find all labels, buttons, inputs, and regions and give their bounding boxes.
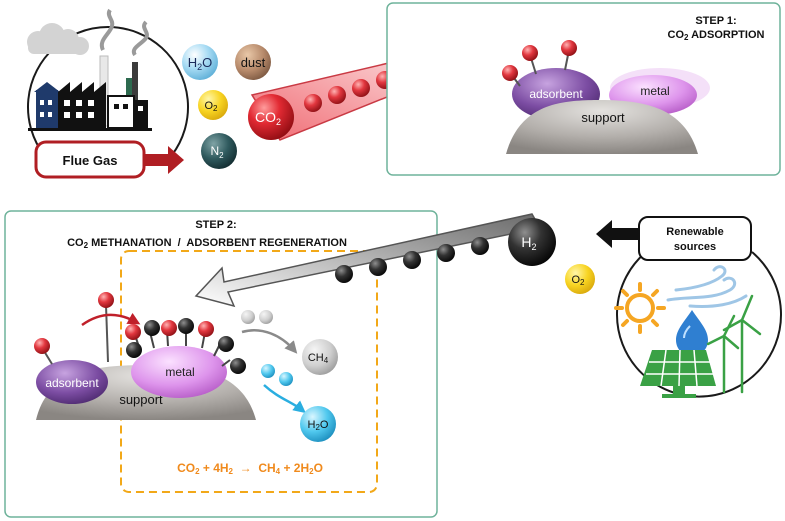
solar-panel-icon [640,349,716,398]
methanation-equation: CO2 + 4H2 → CH4 + 2H2O [177,461,323,476]
flue-gas-arrow [144,146,184,174]
co2-spillover-arrow [81,312,141,327]
step1-panel: STEP 1: CO2 ADSORPTION metal adsorbent s… [386,2,781,176]
h2o-fragment [279,372,293,386]
flue-gas-molecules: H2O dust O2 N2 [182,44,271,169]
h2-molecule [508,218,556,266]
h2o-molecule-label: H2O [188,55,213,72]
h-atom [144,320,160,336]
renewable-label-line2: sources [674,241,716,253]
step2-metal-blob [131,346,227,398]
step2-panel: STEP 2: CO2 METHANATION / ADSORBENT REGE… [4,210,438,518]
h-atom [178,318,194,334]
ch4-fragment [259,310,273,324]
adsorbed-co2 [34,338,50,354]
co2-on-metal [125,324,141,340]
h2-particle [437,244,455,262]
factory-icon [28,55,152,131]
h2o-molecule [182,44,218,80]
h2-beam [194,213,542,308]
step2-subtitle: CO2 METHANATION / ADSORBENT REGENERATION [67,237,347,250]
co2-molecule [248,94,294,140]
water-drop-icon [676,310,708,356]
adsorbed-co2 [561,40,577,56]
h-atom [230,358,246,374]
step1-adsorbent-label: adsorbent [529,87,583,101]
renewable-o2-molecule [565,264,595,294]
n2-molecule [201,133,237,169]
wind-icon [666,265,748,308]
h2-particle [403,251,421,269]
step1-title: STEP 1: [695,15,736,27]
adsorbed-co2 [522,45,538,61]
renewable-arrow [596,220,640,248]
adsorbed-co2-stick [513,77,521,87]
h2-molecule-label: H2 [521,234,536,252]
step2-metal-label: metal [165,365,194,379]
o2-molecule [198,90,228,120]
ch4-molecule-label: CH4 [308,352,329,365]
co2-molecule-label: CO2 [255,109,281,127]
co2-on-metal [161,320,177,336]
smoke-cloud-icon [27,23,89,55]
h2o-product-molecule [300,406,336,442]
co2-particle [352,79,370,97]
step1-subtitle: CO2 ADSORPTION [668,29,765,42]
step2-adsorbent-blob [36,360,108,404]
h-atom [218,336,234,352]
renewable-o2-label: O2 [571,274,585,287]
renewable-label-box [638,216,752,261]
co2-particle [328,86,346,104]
step1-metal-label: metal [640,84,669,98]
step2-title: STEP 2: [195,219,236,231]
smoke-swirl-icon [131,20,149,57]
h2o-fragment [261,364,275,378]
step2-support-label: support [119,392,163,407]
flue-gas-label: Flue Gas [63,153,118,168]
adsorbed-co2-stick [564,54,569,71]
ch4-formation-arrow [241,329,298,354]
dust-label: dust [241,55,266,70]
h2-beam-group: H2 [194,213,556,308]
step2-adsorbent-label: adsorbent [45,376,99,390]
renewable-group: O2 Renewable sources [565,216,782,398]
adsorbed-co2 [98,292,114,308]
step1-support-label: support [581,110,625,125]
h-atom [126,342,142,358]
flue-gas-group: Flue Gas [27,8,189,179]
n2-molecule-label: N2 [210,144,224,160]
co2-on-metal [198,321,214,337]
h2-particle [369,258,387,276]
h2o-formation-arrow [263,384,306,414]
step1-support [506,100,698,154]
co2-particle [304,94,322,112]
ch4-molecule [302,339,338,375]
h2-particle [471,237,489,255]
step2-dashed-box [120,250,378,493]
dust-particle [235,44,271,80]
adsorbed-co2 [502,65,518,81]
h2o-product-label: H2O [308,419,329,432]
renewable-label-line1: Renewable [666,226,723,238]
smoke-swirl-icon [99,8,115,51]
sun-icon [614,282,666,334]
wind-turbine-icon [706,294,762,394]
ch4-fragment [241,310,255,324]
o2-molecule-label: O2 [204,100,218,113]
h2-particle [335,265,353,283]
